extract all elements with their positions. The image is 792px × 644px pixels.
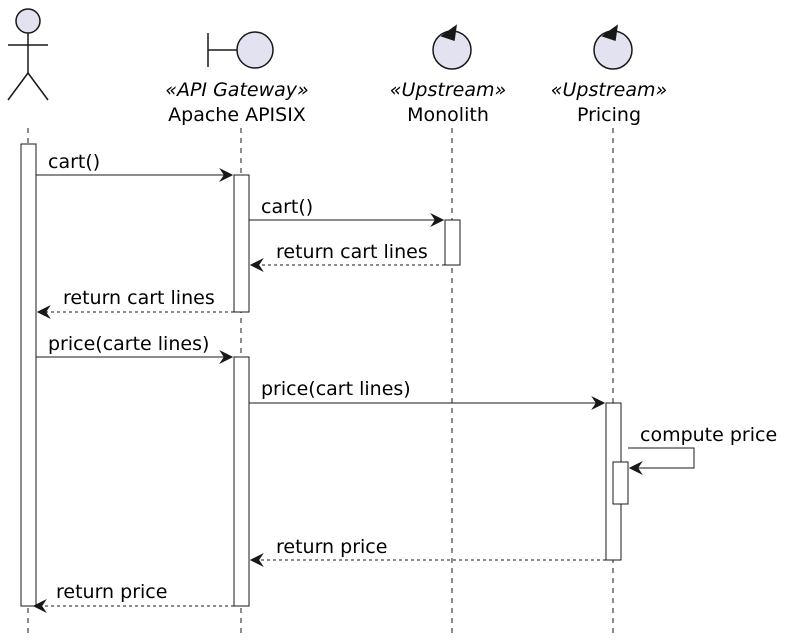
boundary-icon <box>207 31 274 69</box>
message-label: price(carte lines) <box>48 333 209 355</box>
actor-icon <box>7 8 49 101</box>
gateway-activation-bar <box>233 356 250 607</box>
message-label: return price <box>276 536 387 558</box>
message-label: compute price <box>640 424 777 446</box>
pricing-stereotype: «Upstream» <box>551 79 667 101</box>
pricing-name: Pricing <box>577 104 641 126</box>
monolith-stereotype: «Upstream» <box>390 79 506 101</box>
message-label: price(cart lines) <box>261 378 411 400</box>
message-label: cart() <box>261 196 313 218</box>
message-label: return cart lines <box>276 241 428 263</box>
message-label: return cart lines <box>63 287 215 309</box>
control-icon <box>593 24 633 70</box>
pricing-activation-bar <box>612 461 629 505</box>
gateway-stereotype: «API Gateway» <box>165 79 308 101</box>
gateway-name: Apache APISIX <box>168 104 306 126</box>
self-message-arrow <box>628 447 695 475</box>
monolith-name: Monolith <box>407 104 489 126</box>
monolith-activation-bar <box>444 219 461 266</box>
control-icon <box>432 24 472 70</box>
gateway-activation-bar <box>233 174 250 313</box>
message-label: return price <box>56 581 167 603</box>
message-label: cart() <box>48 151 100 173</box>
actor-activation-bar <box>20 143 37 607</box>
